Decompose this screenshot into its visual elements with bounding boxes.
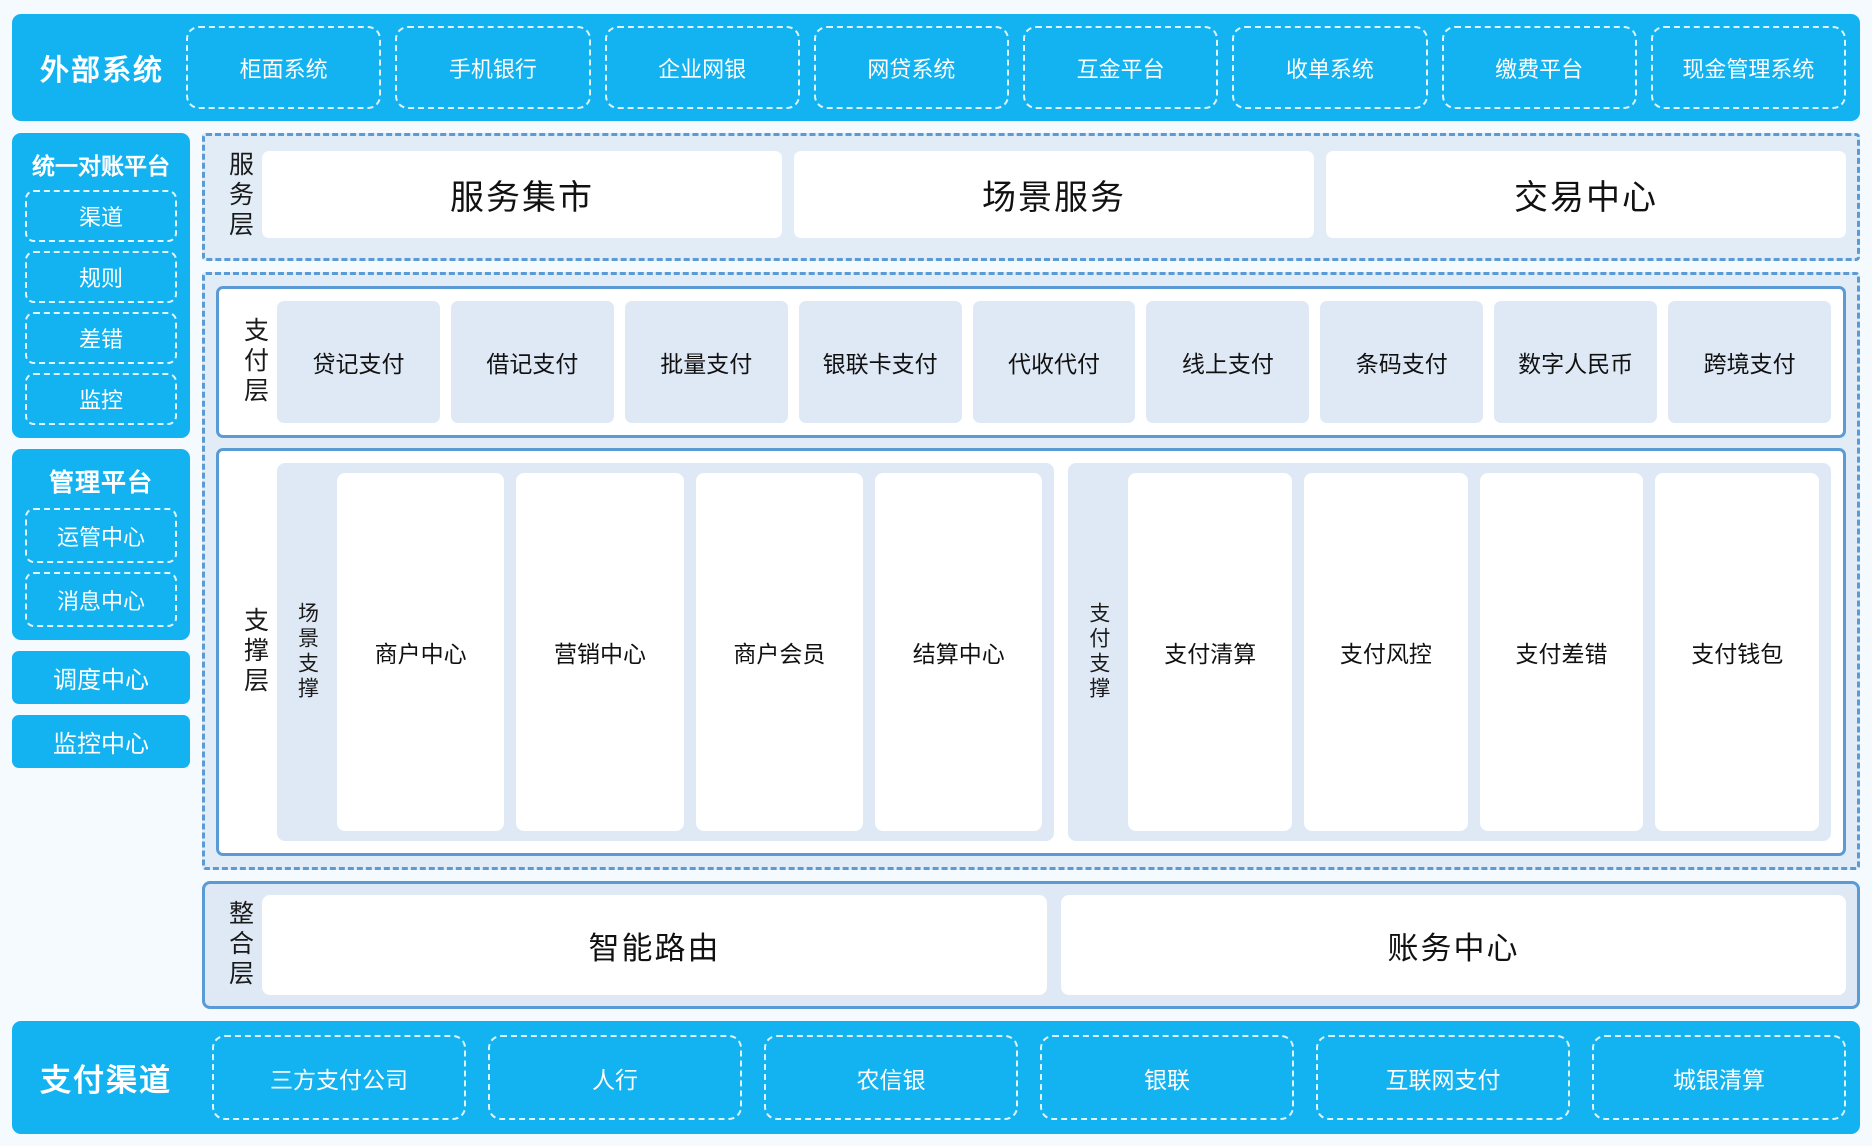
service-layer-label: 服务层	[225, 151, 254, 241]
recon-chip-channel[interactable]: 渠道	[25, 190, 177, 242]
payment-card-online[interactable]: 线上支付	[1146, 301, 1310, 423]
external-system-chip[interactable]: 现金管理系统	[1650, 26, 1847, 109]
core-layers-container: 支付层 贷记支付 借记支付 批量支付 银联卡支付 代收代付 线上支付 条码支付 …	[202, 272, 1860, 870]
support-card-payment-clearing[interactable]: 支付清算	[1128, 473, 1293, 831]
payment-card-collection[interactable]: 代收代付	[972, 301, 1136, 423]
support-card-settlement-center[interactable]: 结算中心	[875, 473, 1043, 831]
manage-platform-list: 运管中心 消息中心	[25, 508, 177, 627]
external-system-chip[interactable]: 网贷系统	[813, 26, 1010, 109]
payment-channel-chip[interactable]: 人行	[488, 1035, 742, 1120]
dispatch-center-block[interactable]: 调度中心	[12, 651, 190, 704]
service-layer-container: 服务层 服务集市 场景服务 交易中心	[202, 133, 1860, 261]
payment-channels-title: 支付渠道	[40, 1063, 172, 1098]
manage-platform-group: 管理平台 运管中心 消息中心	[12, 449, 190, 640]
support-card-payment-riskcontrol[interactable]: 支付风控	[1304, 473, 1468, 831]
manage-chip-message[interactable]: 消息中心	[25, 572, 177, 627]
payment-card-credit[interactable]: 贷记支付	[277, 301, 440, 423]
payment-channel-chip[interactable]: 农信银	[764, 1035, 1018, 1120]
payment-channel-chip[interactable]: 城银清算	[1592, 1035, 1846, 1120]
external-system-chip[interactable]: 柜面系统	[186, 26, 382, 109]
recon-platform-title: 统一对账平台	[32, 153, 170, 179]
payment-channels-band: 支付渠道 三方支付公司 人行 农信银 银联 互联网支付 城银清算	[12, 1021, 1860, 1134]
recon-chip-rule[interactable]: 规则	[25, 251, 177, 303]
integration-card-accounting[interactable]: 账务中心	[1061, 895, 1846, 995]
support-card-payment-wallet[interactable]: 支付钱包	[1655, 473, 1820, 831]
manage-chip-ops[interactable]: 运管中心	[25, 508, 177, 563]
recon-chip-monitor[interactable]: 监控	[25, 373, 177, 425]
support-card-marketing-center[interactable]: 营销中心	[516, 473, 684, 831]
payment-card-batch[interactable]: 批量支付	[624, 301, 788, 423]
recon-platform-group: 统一对账平台 渠道 规则 差错 监控	[12, 133, 190, 438]
payment-layer-cards: 贷记支付 借记支付 批量支付 银联卡支付 代收代付 线上支付 条码支付 数字人民…	[277, 301, 1832, 423]
payment-card-crossborder[interactable]: 跨境支付	[1668, 301, 1832, 423]
service-card-scene[interactable]: 场景服务	[794, 151, 1314, 238]
service-layer-row: 服务层 服务集市 场景服务 交易中心	[216, 147, 1846, 247]
payment-channels-list: 三方支付公司 人行 农信银 银联 互联网支付 城银清算	[212, 1021, 1846, 1134]
payment-layer-label: 支付层	[240, 317, 269, 407]
recon-chip-error[interactable]: 差错	[25, 312, 177, 364]
service-card-market[interactable]: 服务集市	[262, 151, 782, 238]
external-system-chip[interactable]: 企业网银	[604, 26, 800, 109]
support-group-scene-cards: 商户中心 营销中心 商户会员 结算中心	[337, 473, 1043, 831]
middle-region: 统一对账平台 渠道 规则 差错 监控 管理平台 运管中心 消息中心 调度中心 监…	[12, 133, 1860, 1009]
integration-layer-container: 整合层 智能路由 账务中心	[202, 881, 1860, 1009]
integration-card-smart-routing[interactable]: 智能路由	[262, 895, 1047, 995]
payment-channel-chip[interactable]: 银联	[1040, 1035, 1294, 1120]
integration-layer-label: 整合层	[225, 900, 254, 990]
payment-layer-panel: 支付层 贷记支付 借记支付 批量支付 银联卡支付 代收代付 线上支付 条码支付 …	[216, 286, 1846, 438]
support-card-payment-error[interactable]: 支付差错	[1479, 473, 1644, 831]
payment-card-debit[interactable]: 借记支付	[450, 301, 614, 423]
external-systems-title: 外部系统	[40, 54, 165, 87]
support-group-payment: 支付支撑 支付清算 支付风控 支付差错 支付钱包	[1068, 463, 1831, 841]
left-rail: 统一对账平台 渠道 规则 差错 监控 管理平台 运管中心 消息中心 调度中心 监…	[12, 133, 190, 1009]
support-layer-label: 支撑层	[240, 607, 269, 697]
layer-stack: 服务层 服务集市 场景服务 交易中心 支付层 贷记支付 借记支付 批量	[202, 133, 1860, 1009]
external-systems-list: 柜面系统 手机银行 企业网银 网贷系统 互金平台 收单系统 缴费平台 现金管理系…	[186, 14, 1847, 121]
support-card-merchant-center[interactable]: 商户中心	[337, 473, 505, 831]
external-systems-band: 外部系统 柜面系统 手机银行 企业网银 网贷系统 互金平台 收单系统 缴费平台 …	[12, 14, 1860, 121]
support-group-payment-label: 支付支撑	[1086, 602, 1110, 702]
support-group-scene: 场景支撑 商户中心 营销中心 商户会员 结算中心	[277, 463, 1055, 841]
support-layer-groups: 场景支撑 商户中心 营销中心 商户会员 结算中心 支付支撑 支付清算	[277, 463, 1831, 841]
monitor-center-block[interactable]: 监控中心	[12, 715, 190, 768]
support-layer-panel: 支撑层 场景支撑 商户中心 营销中心 商户会员 结算中心	[216, 448, 1846, 856]
integration-layer-cards: 智能路由 账务中心	[262, 895, 1846, 995]
external-system-chip[interactable]: 缴费平台	[1441, 26, 1637, 109]
external-system-chip[interactable]: 收单系统	[1232, 26, 1428, 109]
service-card-transaction[interactable]: 交易中心	[1326, 151, 1846, 238]
support-card-merchant-member[interactable]: 商户会员	[695, 473, 864, 831]
payment-card-digital-rmb[interactable]: 数字人民币	[1494, 301, 1658, 423]
service-layer-cards: 服务集市 场景服务 交易中心	[262, 151, 1846, 241]
support-group-scene-label: 场景支撑	[295, 602, 319, 702]
external-system-chip[interactable]: 手机银行	[395, 26, 591, 109]
support-group-payment-cards: 支付清算 支付风控 支付差错 支付钱包	[1128, 473, 1820, 831]
payment-channel-chip[interactable]: 互联网支付	[1316, 1035, 1570, 1120]
payment-card-barcode[interactable]: 条码支付	[1320, 301, 1484, 423]
payment-channel-chip[interactable]: 三方支付公司	[212, 1035, 466, 1120]
payment-card-unionpay[interactable]: 银联卡支付	[798, 301, 962, 423]
recon-platform-list: 渠道 规则 差错 监控	[25, 190, 177, 425]
manage-platform-title: 管理平台	[48, 469, 153, 497]
external-system-chip[interactable]: 互金平台	[1023, 26, 1219, 109]
